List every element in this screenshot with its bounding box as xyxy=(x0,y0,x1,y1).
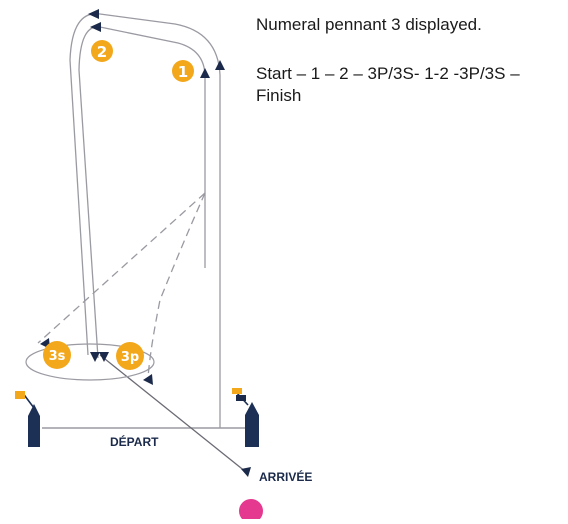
course-sequence-text: Start – 1 – 2 – 3P/3S- 1-2 -3P/3S – Fini… xyxy=(256,64,520,105)
arrow-up-right xyxy=(215,60,225,70)
finish-buoy xyxy=(239,499,263,523)
arrow-left-mark2 xyxy=(90,22,101,32)
gate-loop xyxy=(25,343,155,381)
navy-flag-bottom xyxy=(236,395,246,401)
arrow-down-3s xyxy=(90,352,100,362)
mark-2-label: 2 xyxy=(97,43,107,61)
arrow-down-finish xyxy=(241,467,251,477)
mark-3p: 3p xyxy=(116,342,144,370)
mark-1-label: 1 xyxy=(178,63,188,81)
orange-flag-top xyxy=(232,388,242,394)
dashed-leg-3s xyxy=(37,192,206,344)
orange-flag xyxy=(15,391,25,399)
mark-3s: 3s xyxy=(43,341,71,369)
mark-3s-label: 3s xyxy=(49,349,66,364)
pin-end-boat xyxy=(15,391,40,447)
arrow-up-inner xyxy=(200,68,210,78)
arrow-down-3p xyxy=(99,352,109,362)
course-leg-finish xyxy=(99,354,247,473)
course-leg-outer xyxy=(69,13,221,428)
mark-2: 2 xyxy=(91,40,113,62)
start-line-label: DÉPART xyxy=(110,434,159,449)
course-leg-inner xyxy=(78,26,206,359)
arrow-left-3p xyxy=(143,374,153,385)
mark-3p-label: 3p xyxy=(121,350,139,365)
mark-1: 1 xyxy=(172,60,194,82)
course-signal-text: Numeral pennant 3 displayed. xyxy=(256,15,482,34)
arrow-left-top xyxy=(88,9,99,19)
committee-boat xyxy=(232,388,259,447)
dashed-leg-3p xyxy=(147,192,206,379)
finish-line-label: ARRIVÉE xyxy=(259,469,312,484)
